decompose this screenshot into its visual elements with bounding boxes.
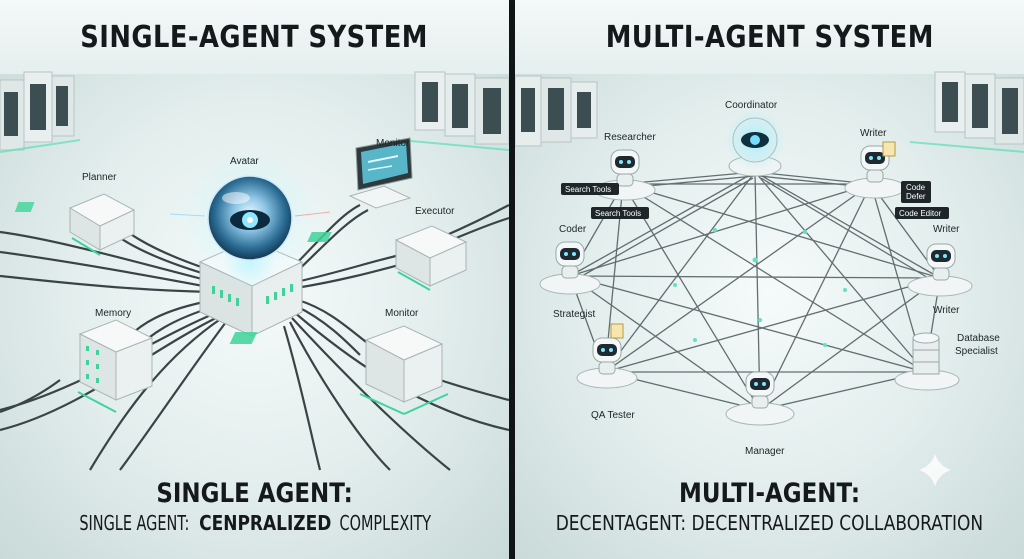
single-agent-caption-title: SINGLE AGENT: (156, 478, 353, 509)
qa-tester-node: QA Tester (576, 323, 638, 421)
database-label-1: Database (957, 333, 1000, 344)
database-label-2: Specialist (955, 346, 998, 357)
sparkle-icon (919, 454, 951, 486)
avatar-orb: Avatar (169, 148, 331, 288)
server-rack-left (0, 71, 81, 153)
writer-right-bottom-label: Writer (933, 305, 960, 316)
avatar-label: Avatar (230, 156, 259, 167)
svg-text:Search Tools: Search Tools (565, 185, 611, 194)
manager-label: Manager (745, 446, 785, 457)
multi-agent-scene: Coordinator Researcher Search Tools Sear… (515, 71, 1024, 486)
svg-text:Code Editor: Code Editor (899, 209, 942, 218)
writer-right-top-label: Writer (933, 224, 960, 235)
multi-agent-panel: MULTI-AGENT SYSTEM (515, 0, 1024, 559)
database-specialist-node: Database Specialist (894, 332, 1000, 391)
svg-text:Code: Code (906, 183, 926, 192)
memory-node: Memory (77, 308, 154, 413)
strategist-label: Strategist (553, 309, 595, 320)
server-rack-right (399, 71, 509, 151)
monitor-top-label: Monitor (376, 138, 410, 149)
coordinator-node: Coordinator (725, 100, 785, 177)
researcher-label: Researcher (604, 132, 656, 143)
panel-divider (509, 0, 515, 559)
mesh-junctions (673, 228, 847, 347)
coordinator-label: Coordinator (725, 100, 778, 111)
manager-node: Manager (725, 371, 795, 457)
code-defer-tag: Code Defer (901, 181, 931, 203)
coder-label: Coder (559, 224, 587, 235)
writer-top-node: Writer (844, 128, 906, 199)
hub-cables (0, 204, 509, 471)
server-rack-left-2 (515, 75, 598, 147)
single-agent-heading: SINGLE-AGENT SYSTEM (0, 0, 509, 75)
writer-right-node: Writer Writer (907, 224, 973, 316)
executor-label: Executor (415, 206, 455, 217)
search-tools-tag-2: Search Tools (591, 207, 649, 219)
search-tools-tag-1: Search Tools (561, 183, 619, 195)
monitor-bottom-label: Monitor (385, 308, 419, 319)
code-editor-tag: Code Editor (895, 207, 949, 219)
planner-label: Planner (82, 172, 117, 183)
planner-node: Planner (14, 172, 136, 256)
single-agent-scene: Planner (0, 71, 509, 471)
server-rack-right-2 (909, 71, 1024, 153)
svg-text:Defer: Defer (906, 192, 926, 201)
mesh-connections (569, 171, 941, 411)
coder-node: Coder (539, 224, 601, 295)
multi-agent-caption-title: MULTI-AGENT: (678, 478, 861, 509)
svg-text:Search Tools: Search Tools (595, 209, 641, 218)
executor-node: Executor (307, 206, 468, 291)
monitor-bottom-node: Monitor (229, 308, 449, 415)
single-agent-caption: SINGLE AGENT: CENPRALIZED COMPLEXITY (79, 511, 432, 535)
memory-label: Memory (95, 308, 131, 319)
single-agent-panel: SINGLE-AGENT SYSTEM (0, 0, 509, 559)
multi-agent-caption: DECENTAGENT: DECENTRALIZED COLLABORATION (555, 511, 984, 535)
qa-tester-label: QA Tester (591, 410, 635, 421)
writer-top-label: Writer (860, 128, 887, 139)
monitor-top-node: Monitor (348, 137, 413, 209)
